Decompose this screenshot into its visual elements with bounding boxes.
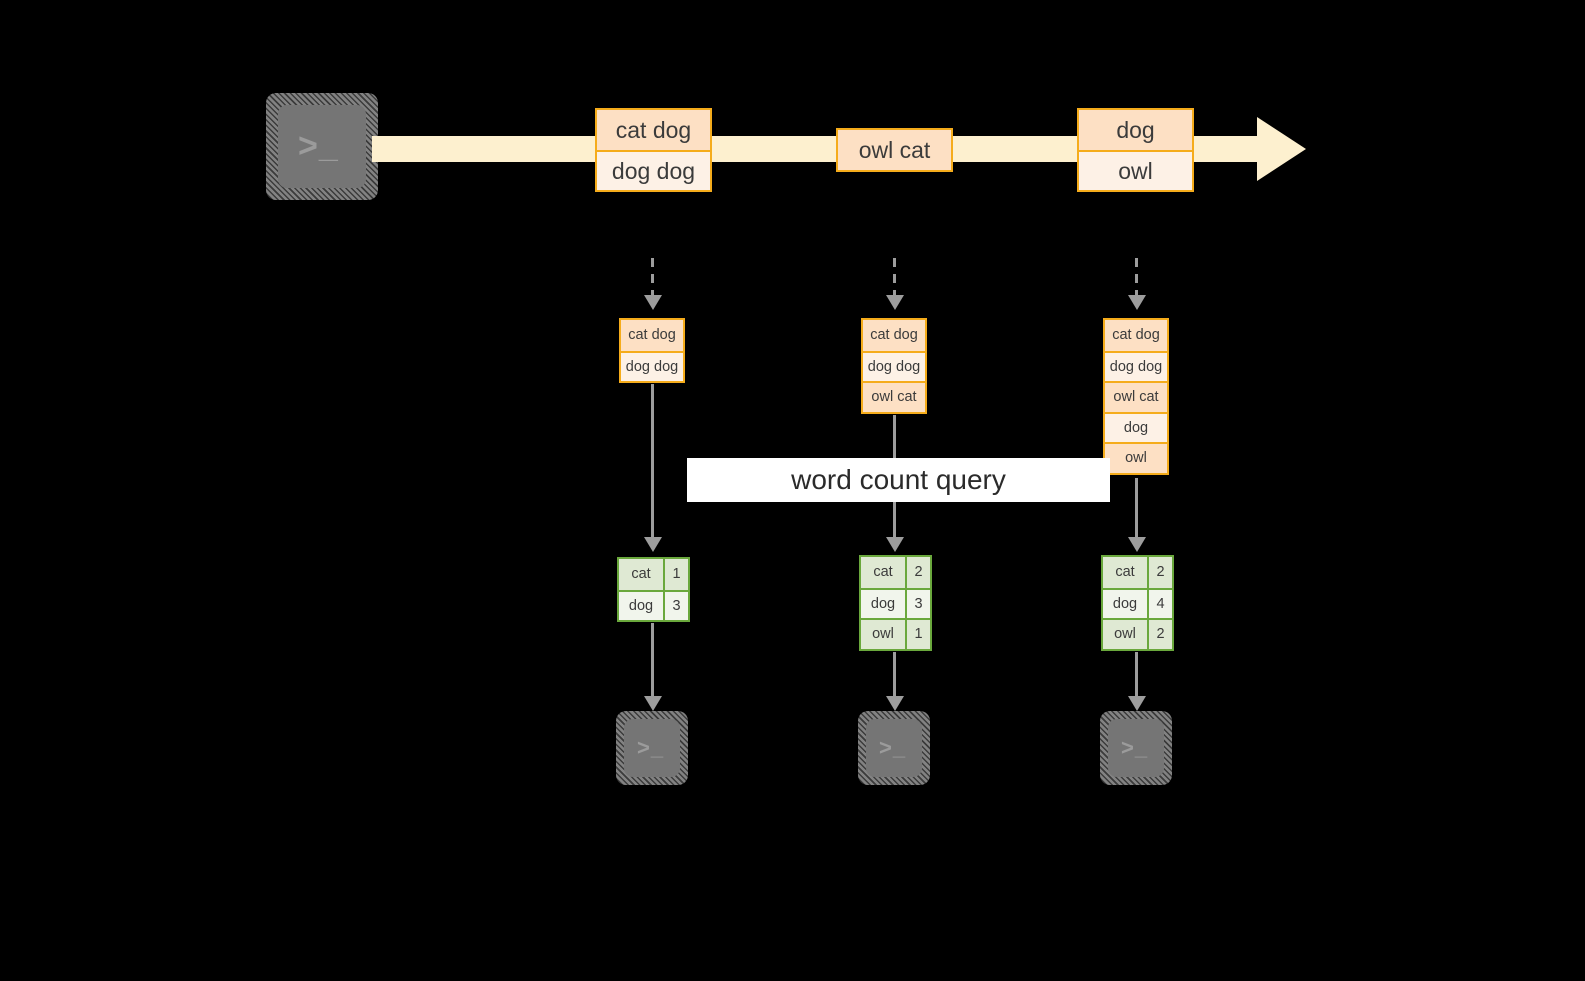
terminal-face xyxy=(278,105,366,188)
column-3-result-table[interactable]: cat 2 dog 4 owl 2 xyxy=(1101,555,1174,651)
stream-batch-3[interactable]: dog owl xyxy=(1077,108,1194,192)
stream-batch-1-row: cat dog xyxy=(597,110,710,150)
query-banner-label: word count query xyxy=(791,464,1006,495)
column-2-input-row: cat dog xyxy=(863,320,925,351)
column-3-input-row: owl xyxy=(1105,442,1167,473)
snapshot-arrow-line-1 xyxy=(651,258,654,302)
stream-batch-3-row: owl xyxy=(1079,150,1192,190)
stream-batch-1[interactable]: cat dog dog dog xyxy=(595,108,712,192)
column-1-input-box[interactable]: cat dog dog dog xyxy=(619,318,685,383)
table-row: owl 1 xyxy=(861,618,930,649)
column-2-input-row: owl cat xyxy=(863,381,925,412)
terminal-prompt-glyph: >_ xyxy=(298,127,339,165)
terminal-prompt-glyph: >_ xyxy=(879,735,907,760)
event-stream-arrowhead xyxy=(1257,117,1306,181)
snapshot-arrow-head-3 xyxy=(1127,295,1146,310)
column-3-input-row: owl cat xyxy=(1105,381,1167,412)
column-2-input-row: dog dog xyxy=(863,350,925,381)
terminal-prompt-glyph: >_ xyxy=(1121,735,1149,760)
snapshot-arrow-line-3 xyxy=(1135,258,1138,302)
query-arrow-head-1 xyxy=(643,537,662,552)
source-terminal-icon[interactable]: >_ xyxy=(266,93,378,200)
result-word: owl xyxy=(861,620,905,649)
column-3-input-row: cat dog xyxy=(1105,320,1167,351)
snapshot-arrow-line-2 xyxy=(893,258,896,302)
sink-arrow-line-1 xyxy=(651,623,654,701)
table-row: dog 3 xyxy=(861,587,930,618)
query-arrow-head-2 xyxy=(885,537,904,552)
result-word: cat xyxy=(619,559,663,590)
result-count: 2 xyxy=(1147,557,1172,588)
query-banner: word count query xyxy=(687,458,1110,502)
snapshot-arrow-head-2 xyxy=(885,295,904,310)
result-count: 3 xyxy=(663,591,688,620)
result-word: dog xyxy=(861,589,905,618)
query-arrow-head-3 xyxy=(1127,537,1146,552)
column-2-input-box[interactable]: cat dog dog dog owl cat xyxy=(861,318,927,414)
stream-batch-2-row: owl cat xyxy=(838,130,951,170)
table-row: cat 1 xyxy=(619,559,688,590)
terminal-face xyxy=(866,719,922,777)
result-word: dog xyxy=(1103,589,1147,618)
column-3-sink-terminal-icon[interactable]: >_ xyxy=(1100,711,1172,785)
result-count: 2 xyxy=(905,557,930,588)
table-row: cat 2 xyxy=(861,557,930,588)
sink-arrow-line-3 xyxy=(1135,652,1138,701)
result-count: 4 xyxy=(1147,589,1172,618)
sink-arrow-line-2 xyxy=(893,652,896,701)
column-1-result-table[interactable]: cat 1 dog 3 xyxy=(617,557,690,622)
column-1-input-row: dog dog xyxy=(621,350,683,381)
result-word: cat xyxy=(1103,557,1147,588)
column-3-input-box[interactable]: cat dog dog dog owl cat dog owl xyxy=(1103,318,1169,475)
query-arrow-line-1 xyxy=(651,384,654,542)
column-2-sink-terminal-icon[interactable]: >_ xyxy=(858,711,930,785)
column-1-sink-terminal-icon[interactable]: >_ xyxy=(616,711,688,785)
stream-batch-3-row: dog xyxy=(1079,110,1192,150)
terminal-face xyxy=(1108,719,1164,777)
result-word: owl xyxy=(1103,620,1147,649)
table-row: dog 3 xyxy=(619,589,688,620)
table-row: cat 2 xyxy=(1103,557,1172,588)
result-count: 1 xyxy=(905,620,930,649)
table-row: dog 4 xyxy=(1103,587,1172,618)
stream-batch-2[interactable]: owl cat xyxy=(836,128,953,172)
snapshot-arrow-head-1 xyxy=(643,295,662,310)
result-count: 1 xyxy=(663,559,688,590)
terminal-face xyxy=(624,719,680,777)
query-arrow-line-3 xyxy=(1135,478,1138,542)
sink-arrow-head-2 xyxy=(885,696,904,711)
table-row: owl 2 xyxy=(1103,618,1172,649)
result-word: dog xyxy=(619,591,663,620)
column-3-input-row: dog dog xyxy=(1105,350,1167,381)
column-2-result-table[interactable]: cat 2 dog 3 owl 1 xyxy=(859,555,932,651)
column-3-input-row: dog xyxy=(1105,411,1167,442)
sink-arrow-head-1 xyxy=(643,696,662,711)
result-count: 3 xyxy=(905,589,930,618)
sink-arrow-head-3 xyxy=(1127,696,1146,711)
column-1-input-row: cat dog xyxy=(621,320,683,351)
result-word: cat xyxy=(861,557,905,588)
stream-batch-1-row: dog dog xyxy=(597,150,710,190)
terminal-prompt-glyph: >_ xyxy=(637,735,665,760)
result-count: 2 xyxy=(1147,620,1172,649)
